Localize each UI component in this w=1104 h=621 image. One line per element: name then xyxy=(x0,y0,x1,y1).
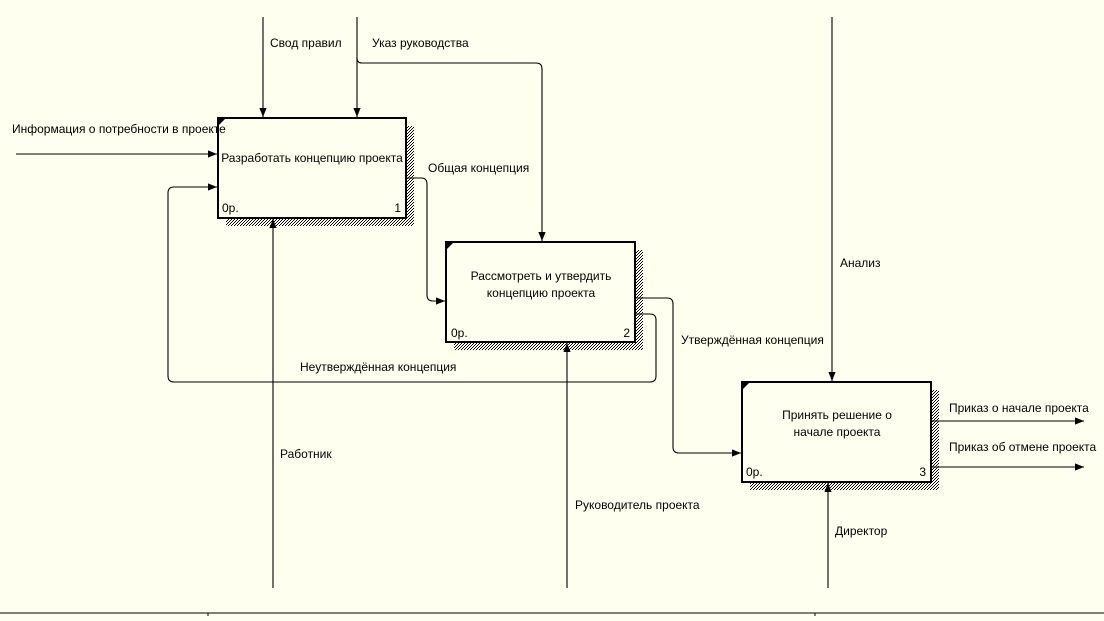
arrow-management-order-label: Указ руководства xyxy=(372,36,469,50)
arrow-need-info-label: Информация о потребности в проекте xyxy=(12,122,226,136)
arrow-analysis-label: Анализ xyxy=(840,256,881,270)
activity-box-2[interactable]: Рассмотреть и утвердить концепцию проект… xyxy=(445,241,643,350)
arrow-cancel-order-label: Приказ об отмене проекта xyxy=(949,440,1097,454)
arrow-unapproved-concept[interactable]: Неутверждённая концепция xyxy=(167,183,657,383)
arrow-director[interactable]: Директор xyxy=(821,483,888,588)
box-2-title-line-2: концепцию проекта xyxy=(487,286,596,300)
arrow-analysis[interactable]: Анализ xyxy=(826,15,881,381)
arrow-need-info[interactable]: Информация о потребности в проекте xyxy=(12,122,226,161)
arrow-approved-concept-label: Утверждённая концепция xyxy=(681,333,824,347)
arrow-project-manager-label: Руководитель проекта xyxy=(575,498,700,512)
arrow-rules-tunnel xyxy=(258,15,272,29)
arrow-worker[interactable]: Работник xyxy=(266,219,332,588)
box-1-number: 1 xyxy=(394,201,401,215)
box-2-number: 2 xyxy=(623,326,630,340)
arrow-unapproved-concept-label: Неутверждённая концепция xyxy=(300,360,456,374)
box-1-title: Разработать концепцию проекта xyxy=(221,151,403,165)
box-3-cost: 0р. xyxy=(746,465,763,479)
box-3-number: 3 xyxy=(919,465,926,479)
arrow-analysis-tunnel xyxy=(826,15,840,29)
arrow-management-order[interactable]: Указ руководства xyxy=(351,15,546,241)
box-3-title-line-1: Принять решение о xyxy=(782,408,892,422)
box-3-title-line-2: начале проекта xyxy=(794,425,881,439)
arrow-cancel-order[interactable]: Приказ об отмене проекта xyxy=(931,440,1097,471)
arrow-worker-label: Работник xyxy=(280,447,332,461)
arrow-director-label: Директор xyxy=(835,524,888,538)
box-2-title-line-1: Рассмотреть и утвердить xyxy=(471,269,612,283)
arrow-general-concept-label: Общая концепция xyxy=(428,161,529,175)
arrow-approved-concept[interactable]: Утверждённая концепция xyxy=(635,297,824,457)
box-3-corner-marker xyxy=(742,382,750,390)
box-1-cost: 0р. xyxy=(222,201,239,215)
arrow-rules[interactable]: Свод правил xyxy=(258,15,342,117)
arrow-project-manager[interactable]: Руководитель проекта xyxy=(560,343,700,588)
box-1-frame xyxy=(217,117,407,219)
box-3-frame xyxy=(741,381,932,483)
arrow-management-order-tunnel xyxy=(351,15,365,29)
arrow-start-order-label: Приказ о начале проекта xyxy=(949,401,1089,415)
box-2-corner-marker xyxy=(446,242,454,250)
box-2-frame xyxy=(445,241,636,343)
arrow-general-concept[interactable]: Общая концепция xyxy=(406,161,529,305)
arrow-start-order[interactable]: Приказ о начале проекта xyxy=(931,401,1089,425)
arrow-rules-label: Свод правил xyxy=(270,36,342,50)
box-1-corner-marker xyxy=(218,118,226,126)
box-2-cost: 0р. xyxy=(451,326,468,340)
activity-box-1[interactable]: Разработать концепцию проекта 0р. 1 xyxy=(217,117,414,226)
activity-box-3[interactable]: Принять решение о начале проекта 0р. 3 xyxy=(741,381,939,490)
